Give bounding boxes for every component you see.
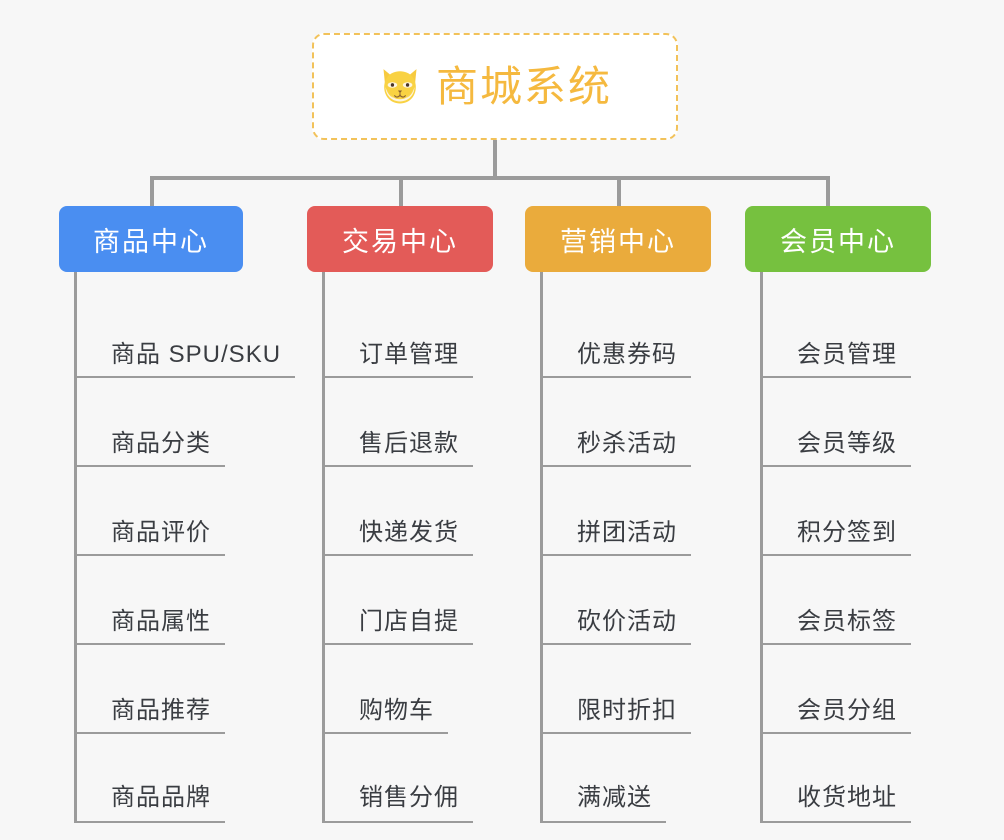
leaf-label: 售后退款 (325, 430, 473, 467)
leaf-list-4: 会员管理 会员等级 积分签到 会员标签 会员分组 收货地址 (760, 272, 931, 823)
leaf-item[interactable]: 商品品牌 (77, 734, 243, 823)
leaf-label: 收货地址 (763, 784, 911, 823)
leaf-label: 会员分组 (763, 697, 911, 734)
branch-column-4: 会员中心 会员管理 会员等级 积分签到 会员标签 会员分组 收货地址 (745, 206, 931, 823)
leaf-label: 会员管理 (763, 341, 911, 378)
leaf-list-1: 商品 SPU/SKU 商品分类 商品评价 商品属性 商品推荐 商品品牌 (74, 272, 296, 823)
leaf-label: 门店自提 (325, 608, 473, 645)
leaf-item[interactable]: 拼团活动 (543, 467, 711, 556)
leaf-item[interactable]: 会员管理 (763, 289, 931, 378)
leaf-item[interactable]: 购物车 (325, 645, 493, 734)
leaf-label: 销售分佣 (325, 784, 473, 823)
leaf-label: 购物车 (325, 697, 448, 734)
category-label-1: 商品中心 (93, 226, 209, 257)
category-box-3[interactable]: 营销中心 (525, 206, 711, 272)
leaf-label: 会员标签 (763, 608, 911, 645)
leaf-label: 商品评价 (77, 519, 225, 556)
leaf-label: 快递发货 (325, 519, 473, 556)
category-label-2: 交易中心 (342, 226, 458, 257)
leaf-list-2: 订单管理 售后退款 快递发货 门店自提 购物车 销售分佣 (322, 272, 493, 823)
leaf-item[interactable]: 限时折扣 (543, 645, 711, 734)
category-box-2[interactable]: 交易中心 (307, 206, 493, 272)
category-box-1[interactable]: 商品中心 (59, 206, 243, 272)
connector-drop-3 (617, 176, 621, 208)
leaf-item[interactable]: 商品 SPU/SKU (77, 289, 296, 378)
category-label-4: 会员中心 (780, 226, 896, 257)
leaf-label: 满减送 (543, 784, 666, 823)
leaf-item[interactable]: 会员等级 (763, 378, 931, 467)
leaf-item[interactable]: 订单管理 (325, 289, 493, 378)
category-label-3: 营销中心 (560, 226, 676, 257)
branch-column-1: 商品中心 商品 SPU/SKU 商品分类 商品评价 商品属性 商品推荐 商品品牌 (59, 206, 296, 823)
leaf-item[interactable]: 收货地址 (763, 734, 931, 823)
branch-column-3: 营销中心 优惠券码 秒杀活动 拼团活动 砍价活动 限时折扣 满减送 (525, 206, 711, 823)
leaf-item[interactable]: 快递发货 (325, 467, 493, 556)
leaf-label: 积分签到 (763, 519, 911, 556)
leaf-item[interactable]: 优惠券码 (543, 289, 711, 378)
leaf-item[interactable]: 积分签到 (763, 467, 931, 556)
leaf-label: 秒杀活动 (543, 430, 691, 467)
connector-drop-1 (150, 176, 154, 208)
connector-drop-2 (399, 176, 403, 208)
leaf-item[interactable]: 商品评价 (77, 467, 243, 556)
root-node[interactable]: 商城系统 (312, 33, 678, 140)
leaf-label: 会员等级 (763, 430, 911, 467)
branch-column-2: 交易中心 订单管理 售后退款 快递发货 门店自提 购物车 销售分佣 (307, 206, 493, 823)
leaf-item[interactable]: 会员分组 (763, 645, 931, 734)
leaf-item[interactable]: 商品分类 (77, 378, 243, 467)
leaf-item[interactable]: 售后退款 (325, 378, 493, 467)
leaf-item[interactable]: 砍价活动 (543, 556, 711, 645)
leaf-label: 商品 SPU/SKU (77, 341, 296, 378)
leaf-item[interactable]: 商品推荐 (77, 645, 243, 734)
leaf-item[interactable]: 商品属性 (77, 556, 243, 645)
connector-horizontal-bus (150, 176, 830, 180)
category-box-4[interactable]: 会员中心 (745, 206, 931, 272)
root-title: 商城系统 (435, 62, 612, 110)
leaf-label: 商品品牌 (77, 784, 225, 823)
connector-drop-4 (826, 176, 830, 208)
leaf-item[interactable]: 秒杀活动 (543, 378, 711, 467)
leaf-label: 商品分类 (77, 430, 225, 467)
leaf-label: 砍价活动 (543, 608, 691, 645)
dog-face-icon (383, 68, 417, 103)
leaf-item[interactable]: 销售分佣 (325, 734, 493, 823)
leaf-item[interactable]: 会员标签 (763, 556, 931, 645)
leaf-label: 商品属性 (77, 608, 225, 645)
leaf-item[interactable]: 满减送 (543, 734, 711, 823)
leaf-label: 限时折扣 (543, 697, 691, 734)
leaf-label: 订单管理 (325, 341, 473, 378)
leaf-label: 优惠券码 (543, 341, 691, 378)
connector-root-stem (493, 140, 497, 178)
leaf-label: 商品推荐 (77, 697, 225, 734)
leaf-item[interactable]: 门店自提 (325, 556, 493, 645)
leaf-list-3: 优惠券码 秒杀活动 拼团活动 砍价活动 限时折扣 满减送 (540, 272, 711, 823)
leaf-label: 拼团活动 (543, 519, 691, 556)
